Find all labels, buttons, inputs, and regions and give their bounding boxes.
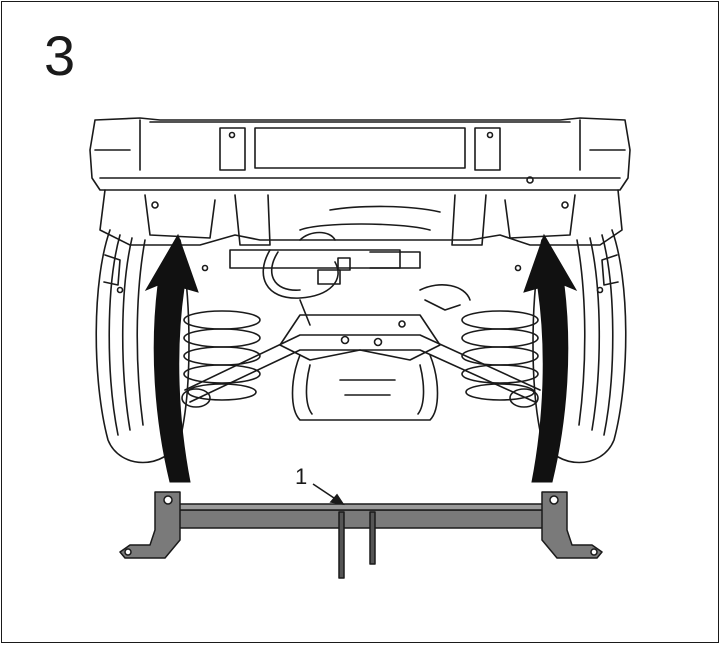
left-lift-arrow — [144, 233, 199, 483]
mounting-bar-crossbar — [157, 509, 566, 529]
step-number: 3 — [44, 24, 76, 87]
rear-axle — [181, 314, 541, 408]
right-tire — [532, 229, 627, 464]
left-coil-spring — [183, 310, 261, 401]
mounting-bar-left-bracket — [119, 491, 181, 559]
mounting-bar-right-bracket — [541, 491, 603, 559]
underbody — [99, 189, 623, 294]
mounting-bar-center-tab-right — [369, 511, 376, 565]
fuel-tank — [291, 354, 439, 421]
mounting-bar-center-tab-left — [338, 511, 345, 579]
right-lift-arrow — [523, 233, 578, 483]
wiring-harness — [262, 231, 471, 326]
rear-bumper — [89, 117, 631, 191]
mounting-bar — [119, 491, 603, 579]
callout-leader — [312, 483, 345, 506]
lift-arrows — [144, 233, 578, 483]
callout-label-1: 1 — [295, 464, 308, 489]
